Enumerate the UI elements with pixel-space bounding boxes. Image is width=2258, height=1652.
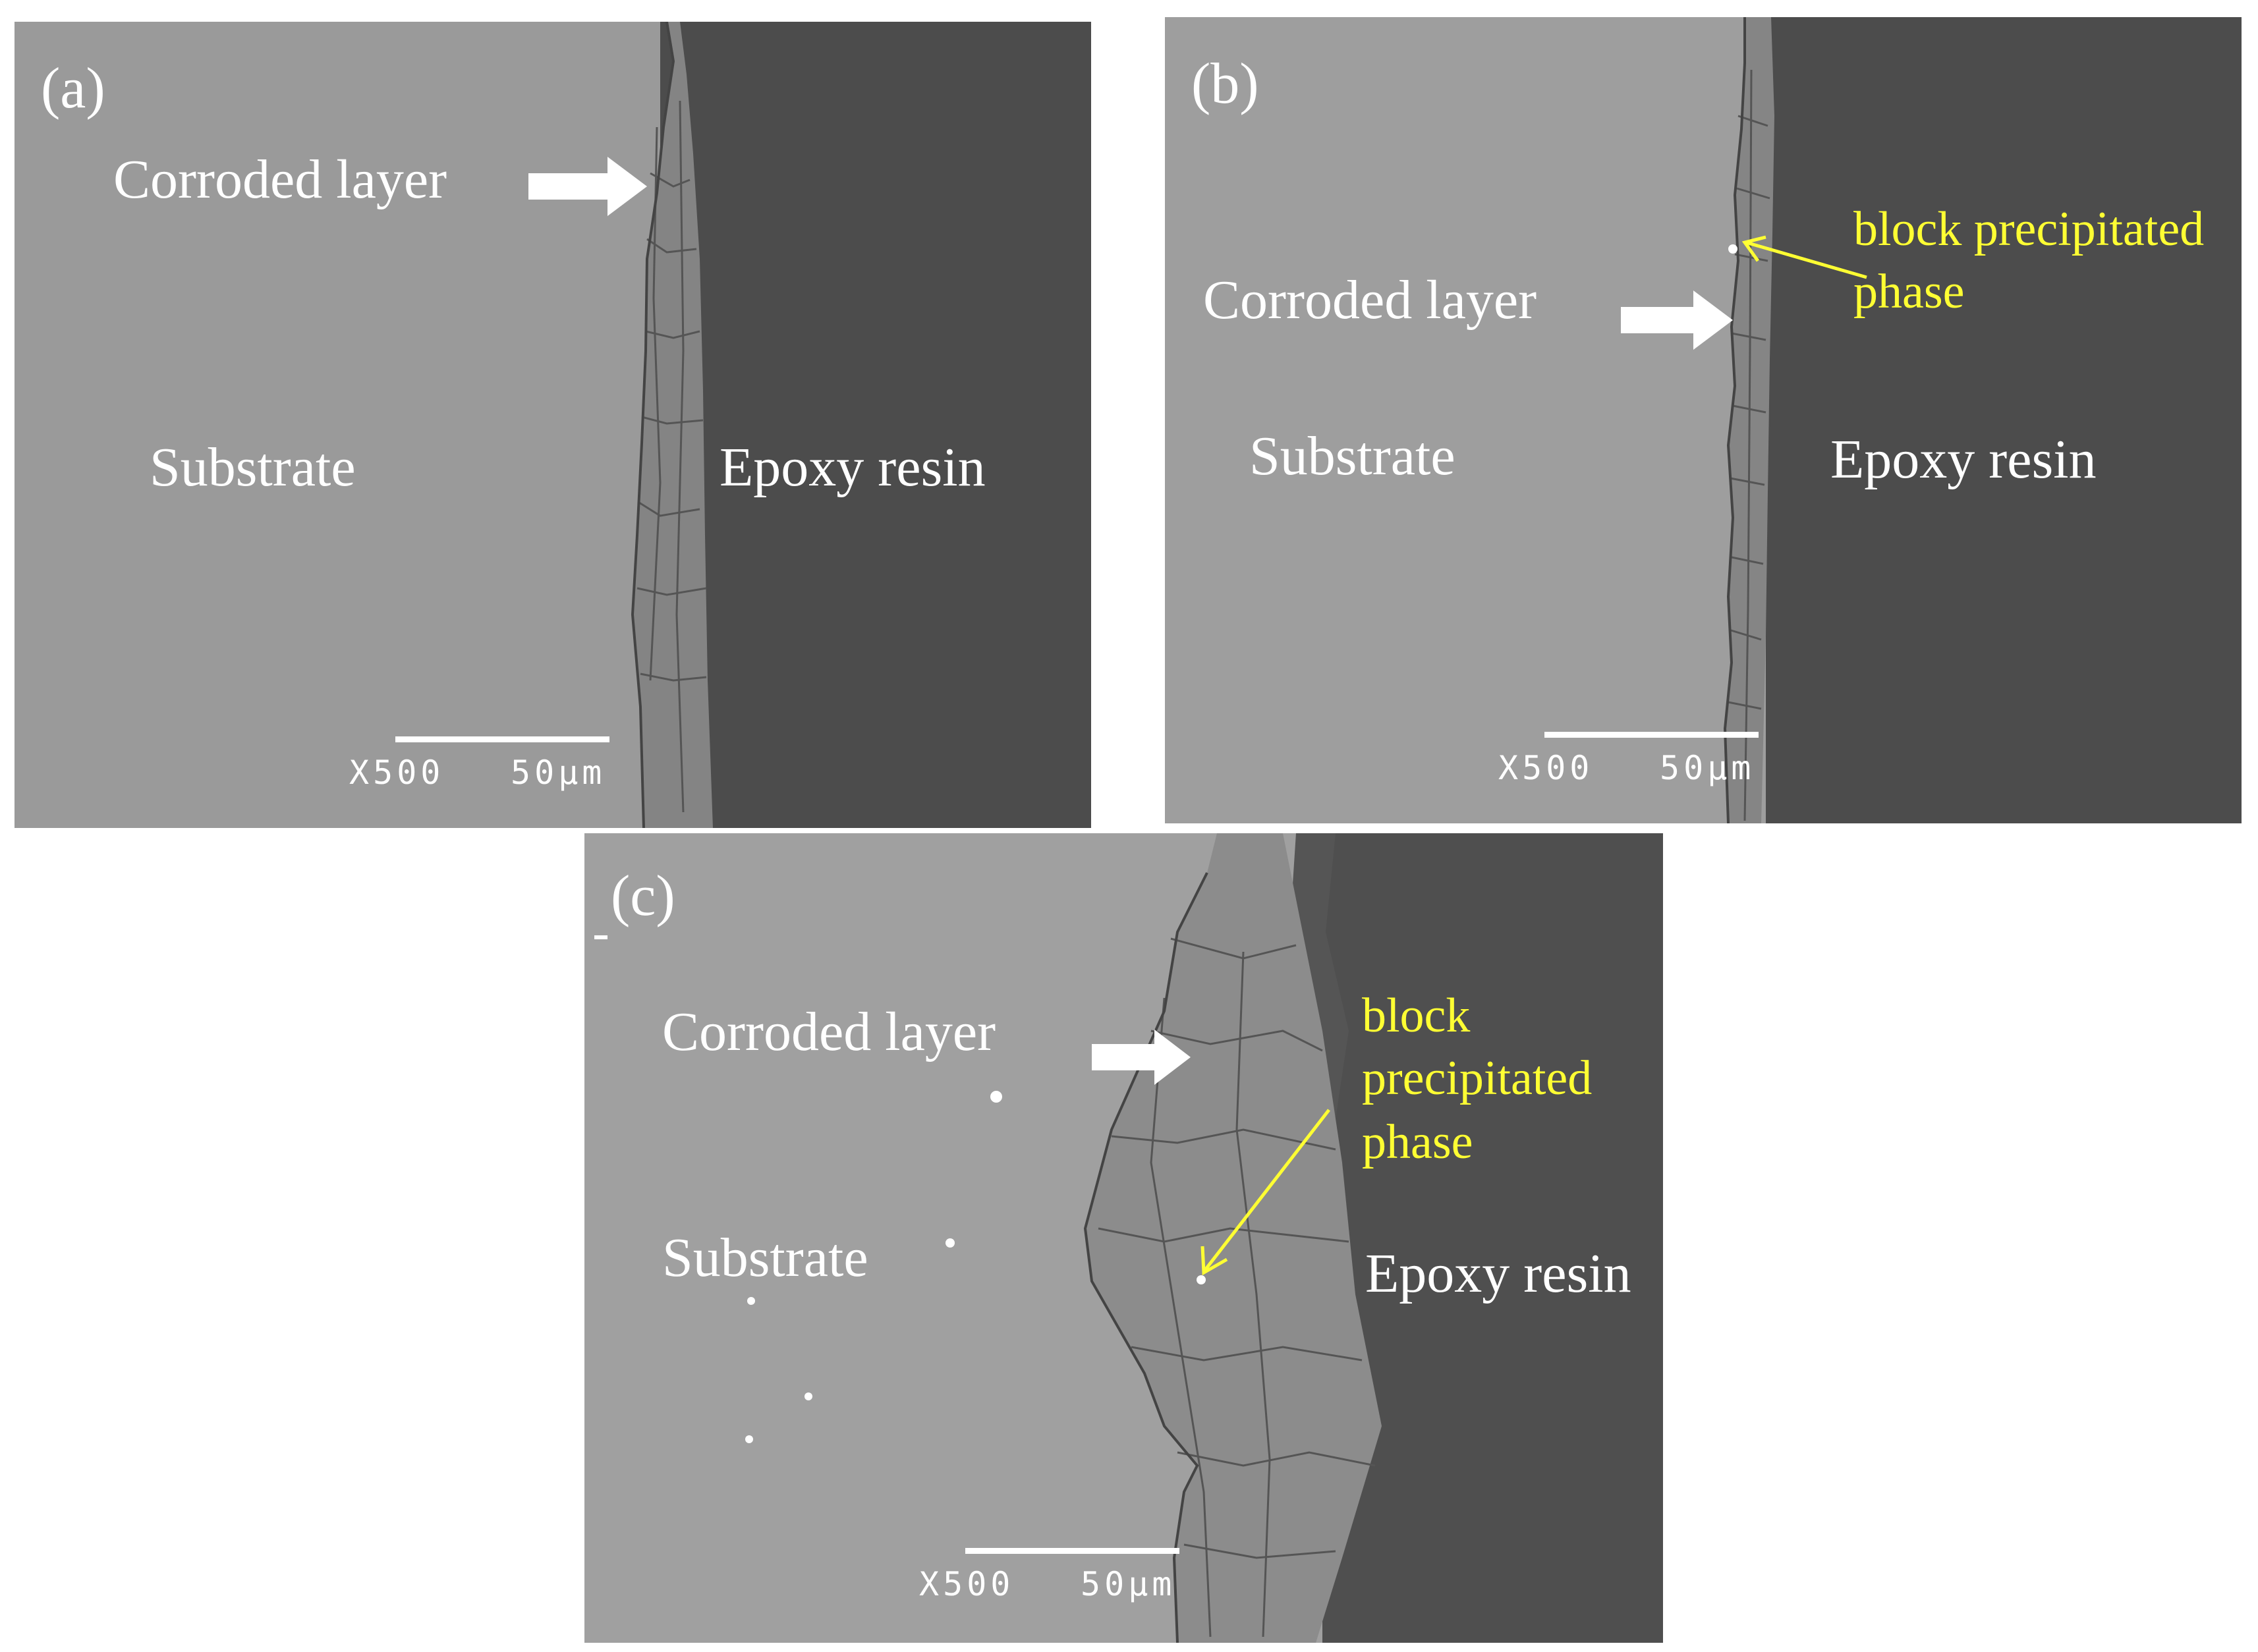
epoxy-resin-label-a: Epoxy resin: [720, 437, 986, 498]
substrate-label-a: Substrate: [150, 437, 356, 498]
arrow-icon: [528, 157, 647, 216]
panel-tag-b: (b): [1191, 52, 1259, 116]
scale-length-label-c: 50µm: [1081, 1565, 1176, 1603]
corroded-layer-label-b: Corroded layer: [1203, 269, 1537, 331]
substrate-label-c: Substrate: [662, 1227, 868, 1288]
corroded-layer-label-a: Corroded layer: [113, 149, 447, 210]
magnification-label-b: X500: [1498, 749, 1594, 787]
sem-image-panel-c: (c) Corroded layer Substrate Epoxy resin…: [584, 833, 1663, 1643]
sem-image-panel-b: (b) Corroded layer Substrate Epoxy resin…: [1165, 17, 2242, 823]
panel-tag-c: (c): [611, 864, 675, 928]
sem-micrograph-a: [14, 22, 1091, 828]
corroded-layer-label-c: Corroded layer: [662, 1001, 996, 1062]
scale-length-label-a: 50µm: [511, 754, 606, 792]
precipitate-label-line2-b: phase: [1853, 265, 1965, 319]
epoxy-resin-label-c: Epoxy resin: [1365, 1243, 1631, 1304]
pointer-arrow-icon: [1741, 235, 1867, 279]
precipitate-label-line2-c: precipitated: [1362, 1051, 1593, 1105]
sem-micrograph-b: [1165, 17, 2242, 823]
substrate-label-b: Substrate: [1249, 426, 1455, 487]
arrow-icon: [1092, 1030, 1191, 1085]
pointer-arrow-icon: [1200, 1109, 1330, 1276]
magnification-label-a: X500: [349, 754, 445, 792]
precipitate-label-line3-c: phase: [1362, 1115, 1473, 1169]
panel-tag-a: (a): [41, 57, 105, 121]
precipitate-label-line1-b: block precipitated: [1853, 202, 2205, 256]
sem-image-panel-a: (a) Corroded layer Substrate Epoxy resin…: [14, 22, 1091, 828]
scale-length-label-b: 50µm: [1660, 749, 1755, 787]
arrow-icon: [1621, 290, 1733, 350]
precipitate-label-line1-c: block: [1362, 989, 1471, 1043]
epoxy-resin-label-b: Epoxy resin: [1830, 429, 2097, 490]
magnification-label-c: X500: [919, 1565, 1015, 1603]
